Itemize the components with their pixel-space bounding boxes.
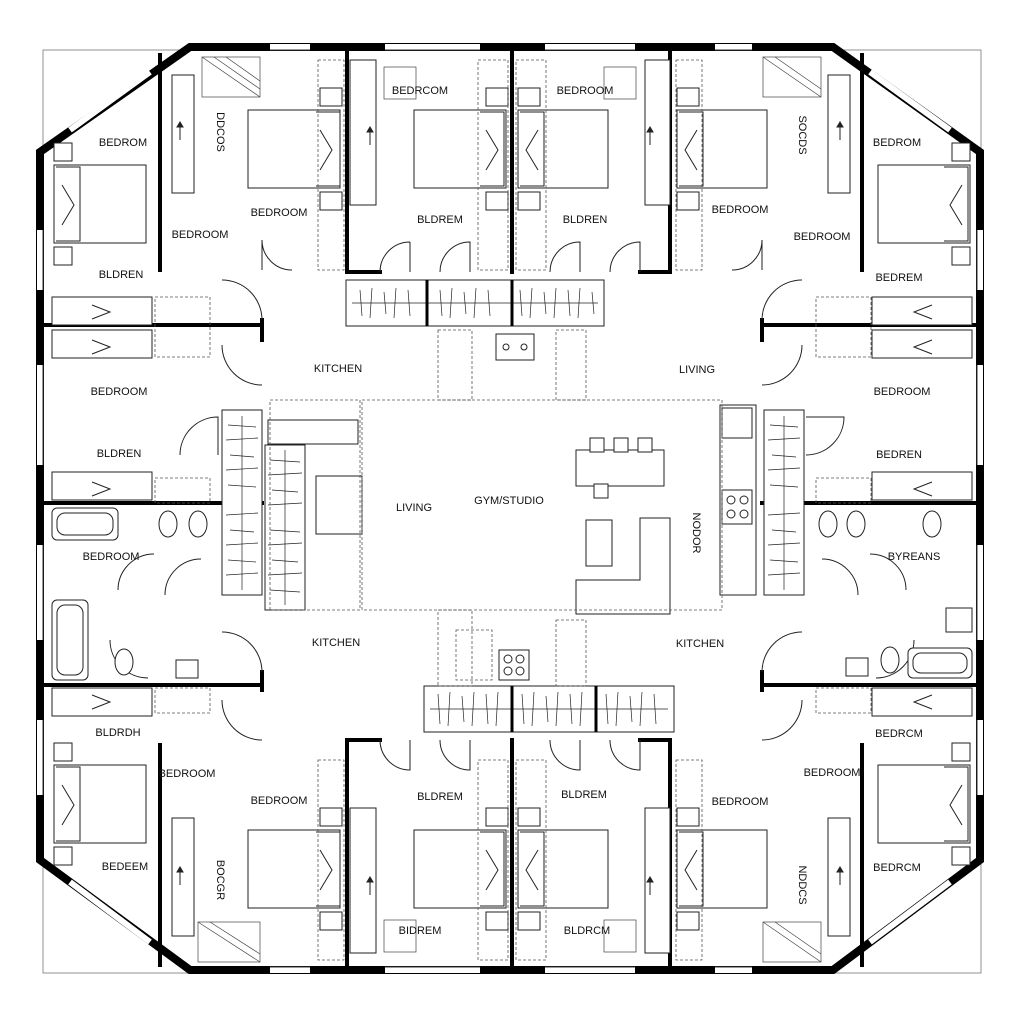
bed bbox=[413, 109, 507, 189]
room-label: BEDROOM bbox=[712, 204, 769, 216]
bed bbox=[53, 164, 147, 244]
room-label: BEDROOM bbox=[91, 386, 148, 398]
kitchen-fixtures bbox=[267, 333, 757, 681]
vertical-label: DDCOS bbox=[214, 112, 226, 152]
room-label: GYM/STUDIO bbox=[474, 495, 544, 507]
bed bbox=[877, 164, 971, 244]
room-label: BLDREN bbox=[99, 269, 144, 281]
vertical-label: SOCDS bbox=[796, 115, 808, 154]
bed bbox=[53, 764, 147, 844]
arrow-marks bbox=[91, 121, 933, 895]
room-label: BEDROOM bbox=[83, 551, 140, 563]
nightstands bbox=[53, 87, 971, 931]
room-label: BEDROOM bbox=[712, 796, 769, 808]
vertical-label: NDDCS bbox=[796, 865, 808, 904]
room-label: BLDREN bbox=[563, 214, 608, 226]
bed bbox=[247, 109, 341, 189]
window-glazing bbox=[42, 49, 978, 968]
room-label: BEDROOM bbox=[874, 386, 931, 398]
room-label: BLDRDH bbox=[95, 727, 140, 739]
room-label: BLDREN bbox=[97, 448, 142, 460]
room-label: BEDREN bbox=[876, 449, 922, 461]
bath-fixtures bbox=[51, 507, 973, 681]
room-label: BLDREM bbox=[561, 789, 607, 801]
room-label: BIDREM bbox=[399, 925, 442, 937]
room-label: BYREANS bbox=[888, 551, 941, 563]
bed bbox=[517, 829, 609, 909]
room-label: BEDROM bbox=[873, 137, 921, 149]
room-label: LIVING bbox=[396, 502, 432, 514]
vertical-labels: DDCOS SOCDS NODOR BOCGR NDDCS bbox=[214, 112, 808, 904]
room-label: BLDREM bbox=[417, 214, 463, 226]
room-labels: BEDRCOM BEDROOM BEDROM BEDROM BEDROOM BEDROOM… bbox=[83, 85, 941, 937]
room-label: BEDROOM bbox=[557, 85, 614, 97]
room-label: LIVING bbox=[679, 364, 715, 376]
bed bbox=[413, 829, 507, 909]
room-label: BEDROOM bbox=[794, 231, 851, 243]
dashed-lines bbox=[154, 59, 872, 961]
room-label: BEDROM bbox=[99, 137, 147, 149]
room-label: BEDROOM bbox=[159, 768, 216, 780]
beds bbox=[53, 109, 971, 909]
closets bbox=[221, 279, 805, 733]
room-label: BEDRCOM bbox=[392, 85, 448, 97]
bed bbox=[247, 829, 341, 909]
room-label: BEDROOM bbox=[804, 767, 861, 779]
storage-hatch bbox=[197, 56, 822, 963]
room-label: BEDROOM bbox=[251, 207, 308, 219]
room-label: BEDROOM bbox=[172, 229, 229, 241]
bed bbox=[877, 764, 971, 844]
room-label: BEDROOM bbox=[251, 795, 308, 807]
door-swings bbox=[109, 239, 915, 771]
room-label: BLDRCM bbox=[564, 925, 610, 937]
room-label: KITCHEN bbox=[676, 638, 724, 650]
room-label: KITCHEN bbox=[312, 637, 360, 649]
room-label: KITCHEN bbox=[314, 363, 362, 375]
room-label: BEDEEM bbox=[102, 861, 148, 873]
windows bbox=[37, 44, 983, 973]
bed bbox=[676, 829, 768, 909]
room-label: BEDRCM bbox=[875, 728, 923, 740]
room-label: BEDRCM bbox=[873, 862, 921, 874]
bed bbox=[517, 109, 609, 189]
vertical-label: NODOR bbox=[690, 513, 702, 554]
room-label: BLDREM bbox=[417, 791, 463, 803]
vertical-label: BOCGR bbox=[214, 860, 226, 900]
room-label: BEDREM bbox=[875, 272, 922, 284]
bed bbox=[676, 109, 768, 189]
